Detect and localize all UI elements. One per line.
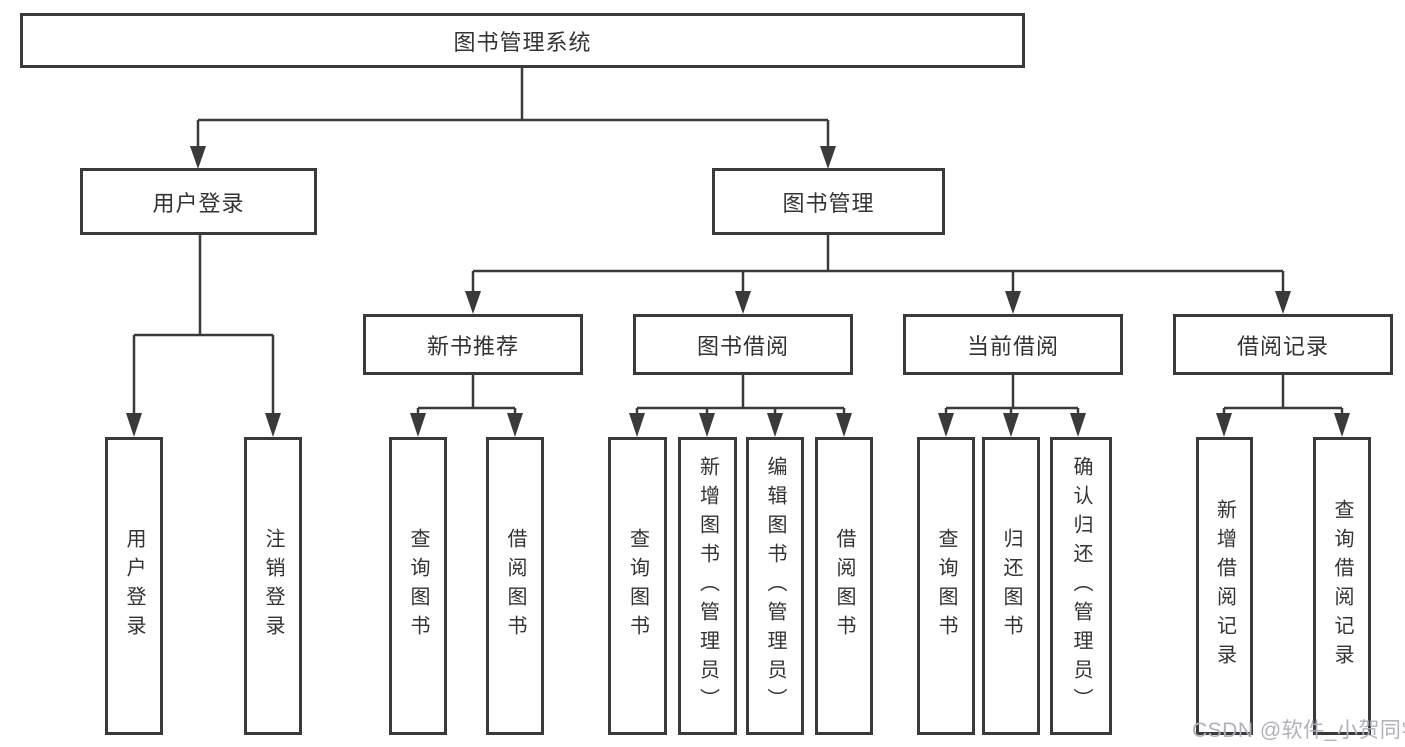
node-label: 查询图书 (407, 528, 429, 644)
connector-book-borrow (635, 375, 846, 415)
arrowhead (190, 146, 206, 169)
csdn-watermark: CSDN @软件_小贺同学 (1192, 719, 1405, 742)
leaf-query-books-borrow: 查询图书 (608, 437, 667, 735)
node-label: 查询图书 (626, 528, 649, 644)
node-label: 查询借阅记录 (1331, 499, 1353, 673)
leaf-edit-book-admin: 编辑图书（管理员） (746, 437, 804, 735)
node-label: 用户登录 (123, 528, 145, 644)
node-label: 新增借阅记录 (1213, 499, 1236, 673)
leaf-borrow-books: 借阅图书 (815, 437, 873, 735)
node-book-borrow: 图书借阅 (633, 314, 853, 375)
arrowhead (1003, 413, 1019, 437)
arrowhead (629, 413, 645, 437)
node-label: 编辑图书（管理员） (764, 455, 786, 717)
node-label: 借阅记录 (1236, 333, 1329, 359)
node-label: 用户登录 (152, 190, 245, 216)
node-label: 图书管理系统 (453, 29, 592, 55)
connector-new-book-recommend (416, 375, 517, 415)
node-new-book-recommend: 新书推荐 (363, 314, 583, 375)
leaf-add-book-admin: 新增图书（管理员） (678, 437, 737, 735)
node-label: 图书管理 (782, 190, 875, 216)
node-label: 新增图书（管理员） (696, 455, 719, 717)
node-label: 确认归还（管理员） (1070, 455, 1092, 717)
arrowhead (938, 413, 954, 437)
arrowhead (465, 291, 481, 314)
node-current-borrow: 当前借阅 (903, 314, 1123, 375)
arrowhead (1216, 413, 1232, 437)
connector-root (196, 68, 830, 148)
connector-book-management (471, 235, 1285, 293)
arrowhead (699, 413, 715, 437)
node-borrow-records: 借阅记录 (1173, 314, 1393, 375)
connector-current-borrow (944, 375, 1080, 415)
arrowhead (1275, 291, 1291, 314)
node-label: 借阅图书 (833, 528, 855, 644)
connector-user-login (132, 235, 275, 416)
arrowhead (126, 413, 142, 437)
leaf-query-borrow-record: 查询借阅记录 (1313, 437, 1371, 735)
leaf-query-books-current: 查询图书 (917, 437, 975, 735)
leaf-logout-login: 注销登录 (244, 437, 302, 735)
leaf-query-books-recommend: 查询图书 (389, 437, 447, 735)
arrowheads (126, 146, 1350, 437)
arrowhead (1005, 291, 1021, 314)
node-library-management-system: 图书管理系统 (20, 13, 1025, 68)
arrowhead (836, 413, 852, 437)
node-label: 当前借阅 (966, 333, 1059, 359)
arrowhead (1334, 413, 1350, 437)
node-label: 新书推荐 (426, 333, 519, 359)
leaf-return-books: 归还图书 (982, 437, 1040, 735)
arrowhead (410, 413, 426, 437)
connector-borrow-records (1222, 375, 1344, 415)
leaf-borrow-books-recommend: 借阅图书 (486, 437, 544, 735)
arrowhead (767, 413, 783, 437)
leaf-add-borrow-record: 新增借阅记录 (1196, 437, 1253, 735)
node-user-login: 用户登录 (80, 168, 317, 235)
node-label: 查询图书 (935, 528, 957, 644)
arrowhead (265, 413, 281, 437)
node-label: 图书借阅 (696, 333, 789, 359)
node-book-management: 图书管理 (712, 168, 945, 235)
node-label: 借阅图书 (504, 528, 526, 644)
arrowhead (820, 146, 836, 169)
arrowhead (507, 413, 523, 437)
leaf-confirm-return-admin: 确认归还（管理员） (1050, 437, 1112, 735)
node-label: 注销登录 (262, 528, 284, 644)
arrowhead (735, 291, 751, 314)
node-label: 归还图书 (1000, 528, 1022, 644)
arrowhead (1070, 413, 1086, 437)
leaf-user-login: 用户登录 (105, 437, 163, 735)
